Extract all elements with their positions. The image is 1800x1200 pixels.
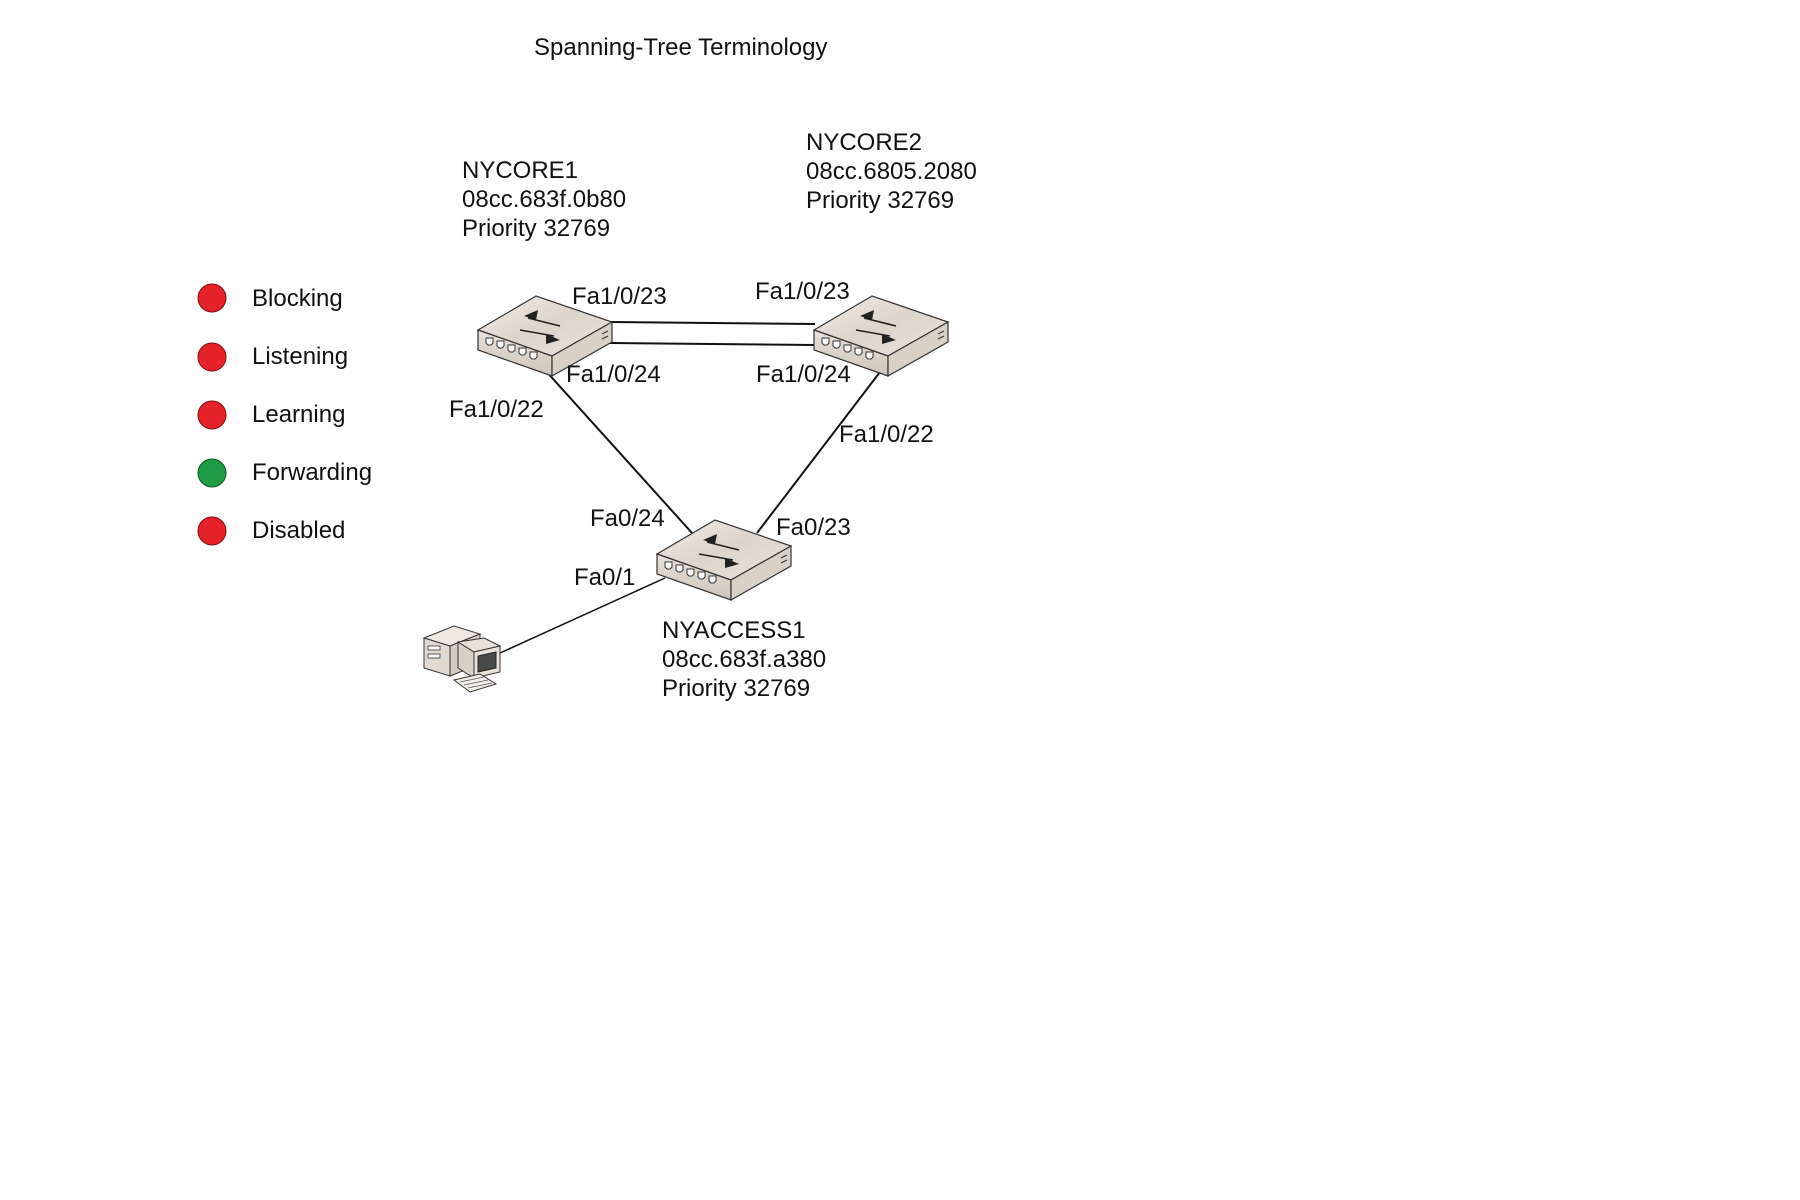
legend-label-listening: Listening: [252, 343, 349, 370]
legend-label-disabled: Disabled: [252, 517, 346, 544]
port-label-core2-fa1-0-22: Fa1/0/22: [839, 421, 934, 448]
port-label-access-fa0-23: Fa0/23: [776, 514, 851, 541]
nycore2-name: NYCORE2: [806, 129, 923, 156]
legend-dot-learning: [197, 400, 227, 430]
port-label-core1-fa1-0-23: Fa1/0/23: [572, 283, 667, 310]
port-label-core2-fa1-0-23: Fa1/0/23: [755, 278, 850, 305]
nycore2-priority: Priority 32769: [806, 187, 955, 214]
nyaccess1-mac: 08cc.683f.a380: [662, 646, 827, 673]
port-label-core1-fa1-0-22: Fa1/0/22: [449, 396, 544, 423]
legend-label-blocking: Blocking: [252, 285, 343, 312]
port-label-core2-fa1-0-24: Fa1/0/24: [756, 361, 851, 388]
link-access-pc: [499, 577, 666, 654]
link-core2-access: [756, 371, 881, 534]
nyaccess1-priority: Priority 32769: [662, 675, 811, 702]
link-core1-core2-fa23: [609, 321, 816, 325]
legend-dot-listening: [197, 342, 227, 372]
nyaccess1-label: NYACCESS1 08cc.683f.a380 Priority 32769: [662, 616, 826, 703]
nycore1-priority: Priority 32769: [462, 215, 611, 242]
nycore1-label: NYCORE1 08cc.683f.0b80 Priority 32769: [462, 156, 626, 243]
link-core1-access: [544, 369, 693, 534]
port-label-access-fa0-1: Fa0/1: [574, 564, 636, 591]
legend-dot-blocking: [197, 283, 227, 313]
port-label-core1-fa1-0-24: Fa1/0/24: [566, 361, 661, 388]
legend-dot-disabled: [197, 516, 227, 546]
legend-dot-forwarding: [197, 458, 227, 488]
nycore1-name: NYCORE1: [462, 157, 579, 184]
nycore2-label: NYCORE2 08cc.6805.2080 Priority 32769: [806, 128, 977, 215]
nyaccess1-name: NYACCESS1: [662, 617, 806, 644]
nycore2-mac: 08cc.6805.2080: [806, 158, 977, 185]
link-core1-core2-fa24: [609, 342, 816, 346]
legend-label-forwarding: Forwarding: [252, 459, 373, 486]
desktop-computer-icon[interactable]: [422, 625, 502, 693]
nycore1-mac: 08cc.683f.0b80: [462, 186, 627, 213]
page-title: Spanning-Tree Terminology: [534, 34, 828, 61]
nyaccess1-switch-icon[interactable]: [656, 519, 792, 601]
port-label-access-fa0-24: Fa0/24: [590, 505, 665, 532]
legend-label-learning: Learning: [252, 401, 346, 428]
